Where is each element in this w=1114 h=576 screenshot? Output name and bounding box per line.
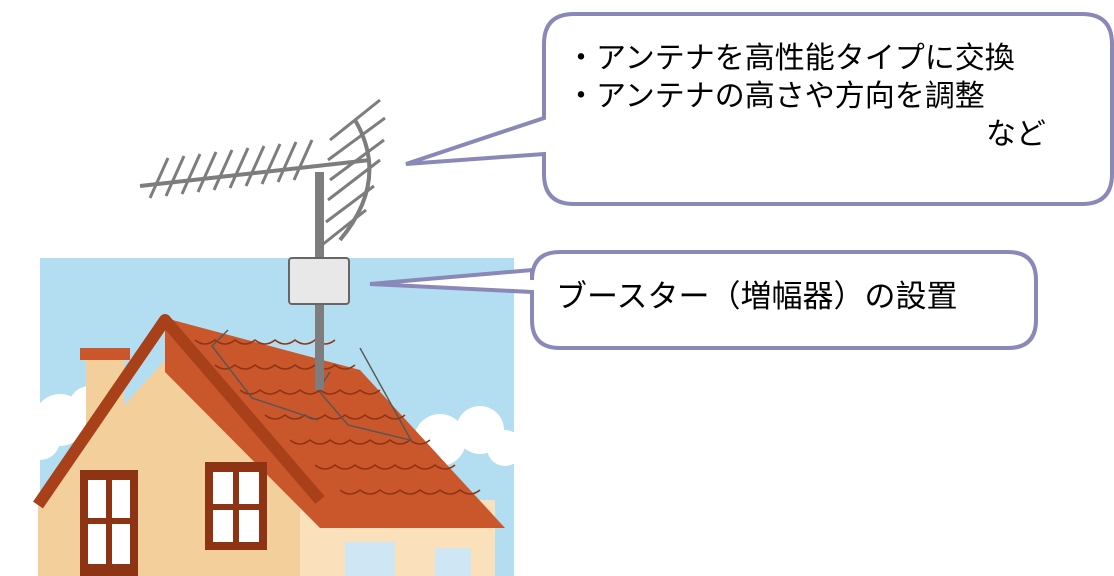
side-windows [345,542,471,576]
antenna-reflector-bars [321,98,386,247]
upgrade-line-antenna-adjust: ・アンテナの高さや方向を調整 [566,79,985,114]
upgrade-line-etc: など [986,117,1046,152]
upgrade-line-antenna-replace: ・アンテナを高性能タイプに交換 [566,41,1015,76]
antenna-reflector [338,118,372,242]
antenna-elements [148,139,314,199]
callout-booster-text: ブースター（増幅器）の設置 [556,279,958,315]
window-right [205,462,267,550]
house-roof [165,318,505,528]
callout-upgrade-text: ・アンテナを高性能タイプに交換 ・アンテナの高さや方向を調整 など [566,40,1046,152]
booster-box [288,257,350,305]
roof-edge [33,314,325,509]
callout-bubble-booster [369,250,1038,350]
antenna-boom [139,158,371,188]
callout-bubble-upgrade [405,12,1114,206]
window-left [80,470,138,576]
